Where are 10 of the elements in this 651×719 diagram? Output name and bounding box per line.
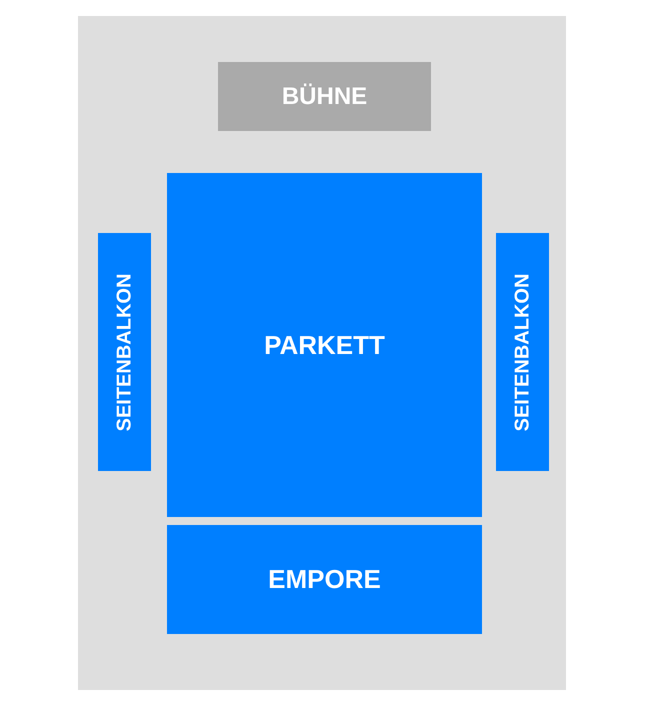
area-label: SEITENBALKON <box>511 273 534 431</box>
area-label: BÜHNE <box>282 82 368 110</box>
area-label: EMPORE <box>268 564 381 595</box>
area-label: PARKETT <box>264 330 385 360</box>
seating-area <box>167 525 482 634</box>
area-label: SEITENBALKON <box>113 273 136 431</box>
seating-area <box>167 173 482 517</box>
seating-area <box>496 233 549 471</box>
stage-area <box>218 62 431 131</box>
seating-area <box>98 233 151 471</box>
